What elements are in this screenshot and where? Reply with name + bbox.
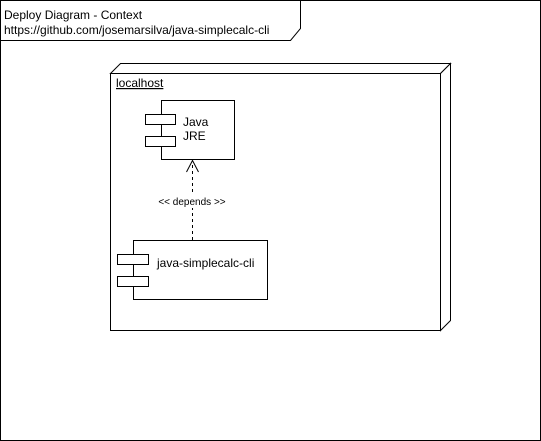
component-body <box>161 100 235 160</box>
node-top-face <box>109 63 452 74</box>
java-simplecalc-cli-component[interactable]: java-simplecalc-cli <box>117 240 268 300</box>
dependency-label-background <box>151 194 233 208</box>
component-port-top <box>145 114 176 125</box>
node-side-face <box>440 62 451 332</box>
component-body <box>133 240 268 300</box>
component-port-top <box>117 254 149 265</box>
frame-title-tab <box>0 0 301 41</box>
node-name: localhost <box>116 76 164 90</box>
open-arrowhead-icon <box>186 159 199 173</box>
component-label-line2: JRE <box>183 129 206 143</box>
java-jre-component[interactable]: Java JRE <box>145 100 235 160</box>
dependency-label: << depends >> <box>158 197 225 208</box>
component-port-bottom <box>145 136 176 147</box>
component-port-bottom <box>117 276 149 287</box>
frame-title: Deploy Diagram - Context <box>4 8 143 22</box>
component-label: java-simplecalc-cli <box>156 256 254 270</box>
depends-connector[interactable]: << depends >> <box>151 159 233 241</box>
component-label-line1: Java <box>183 115 209 129</box>
frame-subtitle: https://github.com/josemarsilva/java-sim… <box>4 23 269 37</box>
